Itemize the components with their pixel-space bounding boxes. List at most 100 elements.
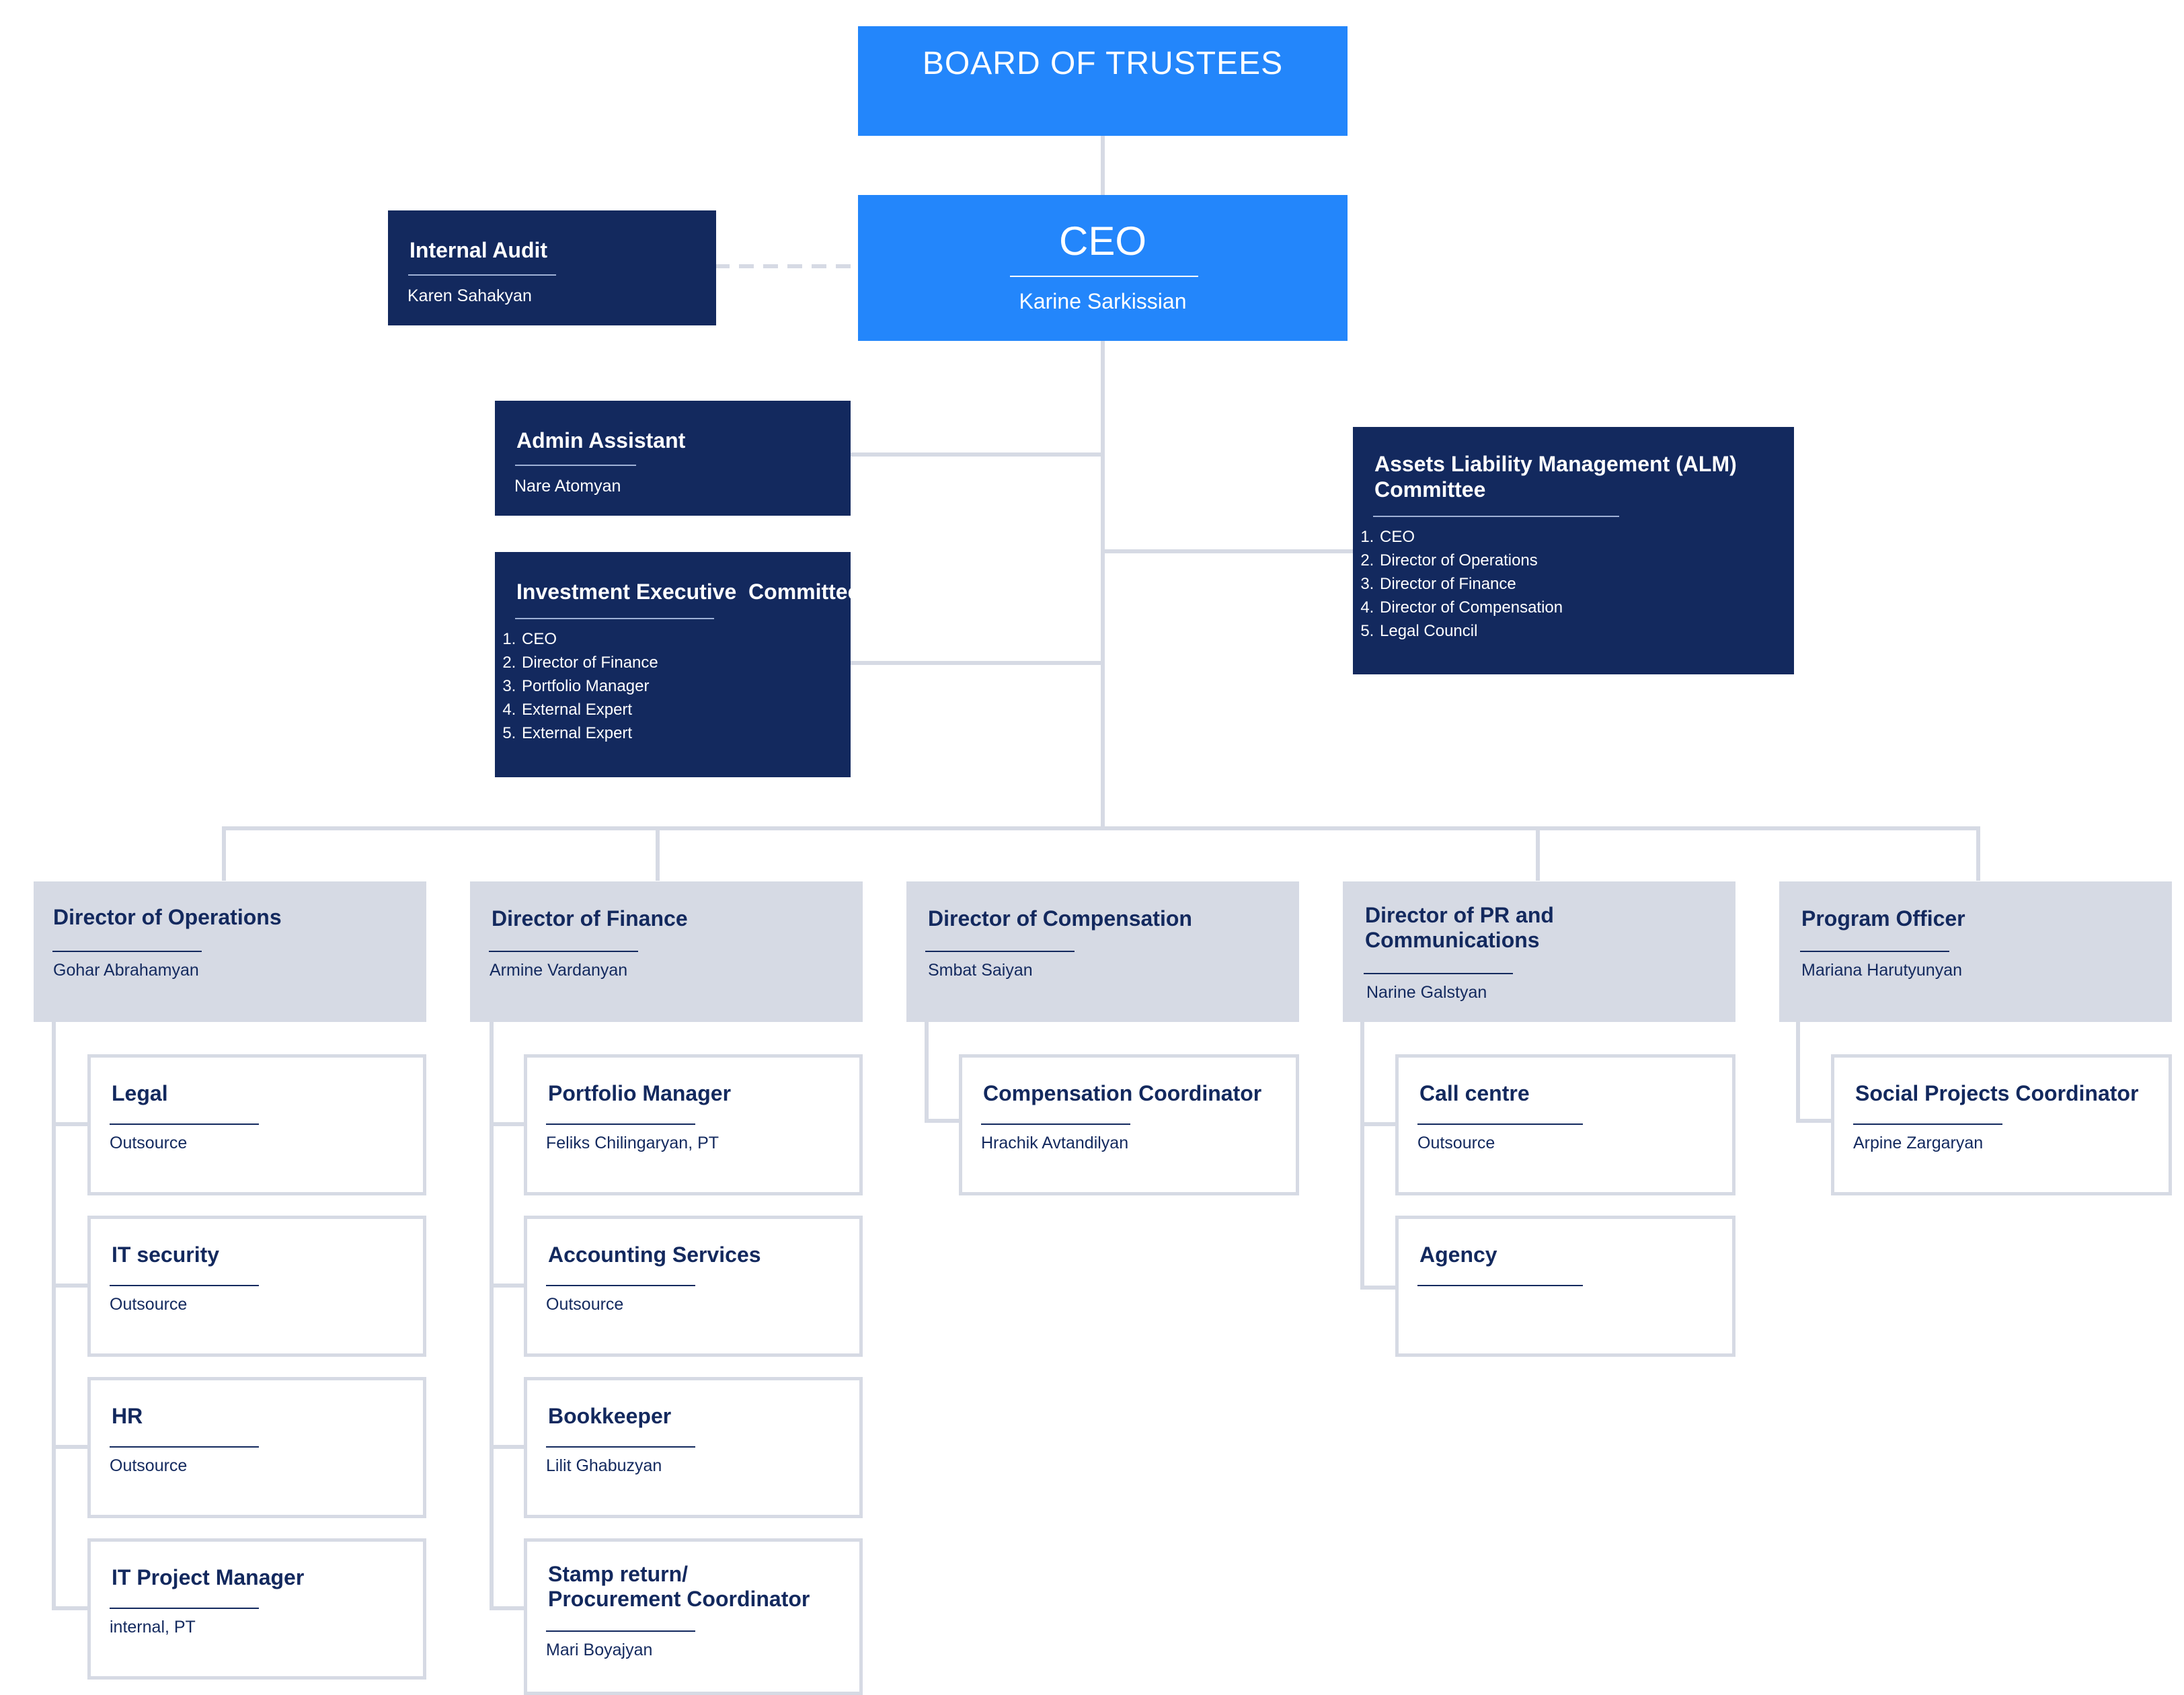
internal-audit-divider	[408, 274, 556, 276]
member-item: Director of Compensation	[1378, 596, 1563, 619]
director-title-line2: Communications	[1365, 928, 1540, 952]
director-title-line1: Director of PR and	[1365, 903, 1554, 927]
director-title: Director of Finance	[492, 906, 688, 931]
director-divider	[489, 951, 638, 952]
member-item: External Expert	[520, 721, 658, 745]
unit-title: IT Project Manager	[112, 1565, 305, 1589]
director-title: Director of PR and Communications	[1365, 903, 1554, 953]
internal-audit-box: Internal Audit Karen Sahakyan	[388, 210, 716, 325]
unit-title: Compensation Coordinator	[983, 1081, 1262, 1105]
director-name: Gohar Abrahamyan	[53, 961, 199, 980]
director-title: Director of Compensation	[928, 906, 1192, 931]
director-divider	[1364, 973, 1513, 974]
unit-sub: Outsource	[1417, 1134, 1495, 1152]
internal-audit-title: Internal Audit	[410, 238, 548, 262]
ceo-title: CEO	[1058, 219, 1147, 264]
member-item: Director of Operations	[1378, 549, 1563, 572]
admin-assistant-box: Admin Assistant Nare Atomyan	[495, 401, 851, 516]
director-pr-box: Director of PR and Communications Narine…	[1343, 881, 1736, 1022]
unit-stamp-procurement-box: Stamp return/ Procurement Coordinator Ma…	[524, 1538, 863, 1695]
unit-social-projects-coordinator-box: Social Projects Coordinator Arpine Zarga…	[1831, 1054, 2172, 1195]
unit-title: Call centre	[1419, 1081, 1530, 1105]
member-item: Legal Council	[1378, 619, 1563, 643]
director-compensation-box: Director of Compensation Smbat Saiyan	[906, 881, 1299, 1022]
unit-sub: Lilit Ghabuzyan	[546, 1456, 662, 1475]
unit-legal-box: Legal Outsource	[87, 1054, 426, 1195]
director-name: Smbat Saiyan	[928, 961, 1033, 980]
investment-committee-members: CEO Director of Finance Portfolio Manage…	[502, 627, 658, 745]
unit-portfolio-manager-box: Portfolio Manager Feliks Chilingaryan, P…	[524, 1054, 863, 1195]
unit-hr-box: HR Outsource	[87, 1377, 426, 1518]
alm-committee-box: Assets Liability Management (ALM) Commit…	[1353, 427, 1794, 674]
director-divider	[925, 951, 1075, 952]
unit-call-centre-box: Call centre Outsource	[1395, 1054, 1736, 1195]
member-item: CEO	[520, 627, 658, 651]
unit-sub: Outsource	[110, 1456, 188, 1475]
unit-sub: Arpine Zargaryan	[1853, 1134, 1984, 1152]
unit-divider	[546, 1630, 695, 1632]
board-of-trustees-box: BOARD OF TRUSTEES	[858, 26, 1348, 136]
unit-divider	[110, 1608, 259, 1609]
unit-agency-box: Agency	[1395, 1216, 1736, 1357]
alm-title-line1: Assets Liability Management (ALM)	[1374, 452, 1737, 476]
admin-assistant-name: Nare Atomyan	[514, 477, 621, 496]
alm-committee-title: Assets Liability Management (ALM) Commit…	[1374, 451, 1737, 502]
unit-divider	[110, 1124, 259, 1125]
unit-divider	[546, 1124, 695, 1125]
unit-divider	[110, 1285, 259, 1286]
unit-title: Legal	[112, 1081, 168, 1105]
director-program-officer-box: Program Officer Mariana Harutyunyan	[1779, 881, 2172, 1022]
unit-title: HR	[112, 1404, 143, 1428]
member-item: CEO	[1378, 525, 1563, 549]
member-item: Director of Finance	[1378, 572, 1563, 596]
unit-sub: Hrachik Avtandilyan	[981, 1134, 1129, 1152]
investment-committee-divider	[515, 618, 714, 619]
unit-compensation-coordinator-box: Compensation Coordinator Hrachik Avtandi…	[959, 1054, 1299, 1195]
alm-title-line2: Committee	[1374, 477, 1486, 502]
unit-sub: Outsource	[110, 1295, 188, 1314]
ceo-name: Karine Sarkissian	[1019, 289, 1187, 313]
unit-divider	[1853, 1124, 2002, 1125]
unit-sub: internal, PT	[110, 1618, 196, 1637]
director-title: Program Officer	[1801, 906, 1965, 931]
director-divider	[1800, 951, 1949, 952]
member-item: External Expert	[520, 698, 658, 721]
admin-assistant-title: Admin Assistant	[516, 428, 686, 452]
member-item: Director of Finance	[520, 651, 658, 674]
unit-title: Accounting Services	[548, 1243, 761, 1267]
unit-sub: Outsource	[546, 1295, 624, 1314]
unit-sub: Mari Boyajyan	[546, 1641, 653, 1659]
unit-it-security-box: IT security Outsource	[87, 1216, 426, 1357]
unit-title: Stamp return/ Procurement Coordinator	[548, 1562, 810, 1612]
admin-assistant-divider	[515, 465, 636, 466]
unit-title-line1: Stamp return/	[548, 1562, 689, 1586]
unit-divider	[110, 1446, 259, 1448]
unit-sub: Outsource	[110, 1134, 188, 1152]
investment-committee-title: Investment Executive Committee	[516, 580, 860, 604]
unit-it-project-manager-box: IT Project Manager internal, PT	[87, 1538, 426, 1680]
alm-committee-divider	[1373, 516, 1619, 517]
unit-divider	[981, 1124, 1130, 1125]
director-title: Director of Operations	[53, 905, 282, 929]
director-name: Narine Galstyan	[1366, 983, 1487, 1002]
ceo-box: CEO Karine Sarkissian	[858, 195, 1348, 341]
board-title: BOARD OF TRUSTEES	[922, 46, 1284, 81]
director-divider	[52, 951, 202, 952]
unit-accounting-services-box: Accounting Services Outsource	[524, 1216, 863, 1357]
alm-committee-members: CEO Director of Operations Director of F…	[1360, 525, 1563, 643]
ceo-divider	[1010, 276, 1198, 277]
unit-title: Bookkeeper	[548, 1404, 672, 1428]
investment-committee-box: Investment Executive Committee CEO Direc…	[495, 552, 859, 777]
unit-title: Agency	[1419, 1243, 1497, 1267]
unit-divider	[1417, 1285, 1583, 1286]
unit-bookkeeper-box: Bookkeeper Lilit Ghabuzyan	[524, 1377, 863, 1518]
unit-divider	[546, 1285, 695, 1286]
unit-title: Social Projects Coordinator	[1855, 1081, 2139, 1105]
director-name: Mariana Harutyunyan	[1801, 961, 1963, 980]
internal-audit-name: Karen Sahakyan	[407, 286, 532, 305]
unit-title: IT security	[112, 1243, 220, 1267]
director-finance-box: Director of Finance Armine Vardanyan	[470, 881, 863, 1022]
unit-divider	[546, 1446, 695, 1448]
unit-sub: Feliks Chilingaryan, PT	[546, 1134, 719, 1152]
